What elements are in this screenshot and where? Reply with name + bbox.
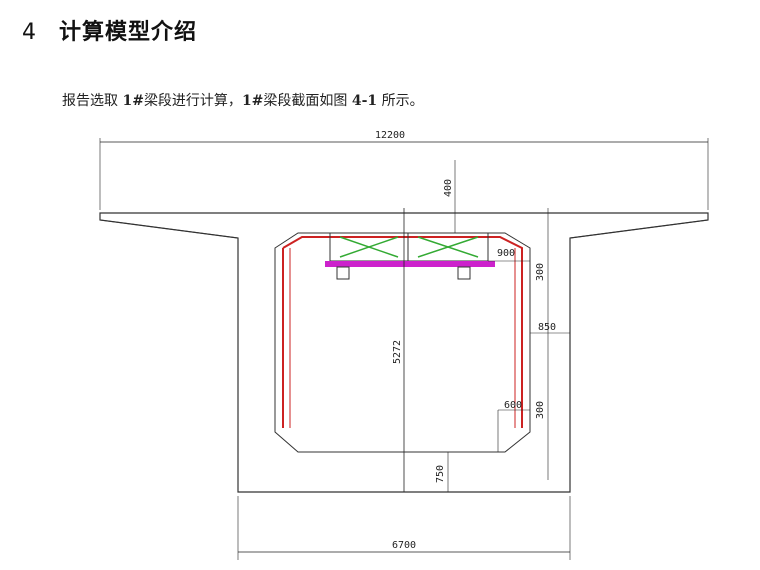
section-heading: 4 计算模型介绍 bbox=[22, 14, 197, 46]
figure-reference: 4-1 bbox=[351, 93, 378, 109]
hanger-right bbox=[457, 266, 471, 280]
dim-web-width: 900 bbox=[497, 248, 515, 259]
transverse-beam bbox=[325, 261, 495, 267]
dim-bottom-width: 6700 bbox=[392, 540, 416, 551]
text-part-4: 所示。 bbox=[377, 93, 424, 109]
dim-top-width: 12200 bbox=[375, 130, 405, 141]
box-girder-section-drawing: 12200 400 5272 900 300 850 600 300 750 6… bbox=[99, 130, 709, 560]
text-part-3: 梁段截面如图 bbox=[263, 93, 352, 109]
dim-height: 5272 bbox=[392, 340, 403, 364]
truss-bracing bbox=[339, 236, 479, 258]
text-part-1: 报告选取 bbox=[62, 93, 123, 109]
text-bold-2: 1# bbox=[241, 93, 264, 109]
dim-bottom-haunch: 300 bbox=[535, 401, 546, 419]
section-number: 4 bbox=[22, 20, 37, 45]
dim-haunch: 300 bbox=[535, 263, 546, 281]
left-flange-underside bbox=[99, 219, 239, 239]
body-paragraph: 报告选取 1#梁段进行计算，1#梁段截面如图 4-1 所示。 bbox=[62, 90, 424, 110]
right-flange-underside bbox=[569, 219, 709, 239]
formwork-lining bbox=[282, 236, 523, 428]
dim-bottom-small: 600 bbox=[504, 400, 522, 411]
text-bold-1: 1# bbox=[122, 93, 144, 109]
section-title: 计算模型介绍 bbox=[59, 20, 198, 45]
dim-bottom-slab: 750 bbox=[435, 465, 446, 483]
text-part-2: 梁段进行计算， bbox=[143, 93, 242, 109]
dim-side-offset: 850 bbox=[538, 322, 556, 333]
hanger-left bbox=[336, 266, 350, 280]
dim-top-slab: 400 bbox=[443, 179, 454, 197]
